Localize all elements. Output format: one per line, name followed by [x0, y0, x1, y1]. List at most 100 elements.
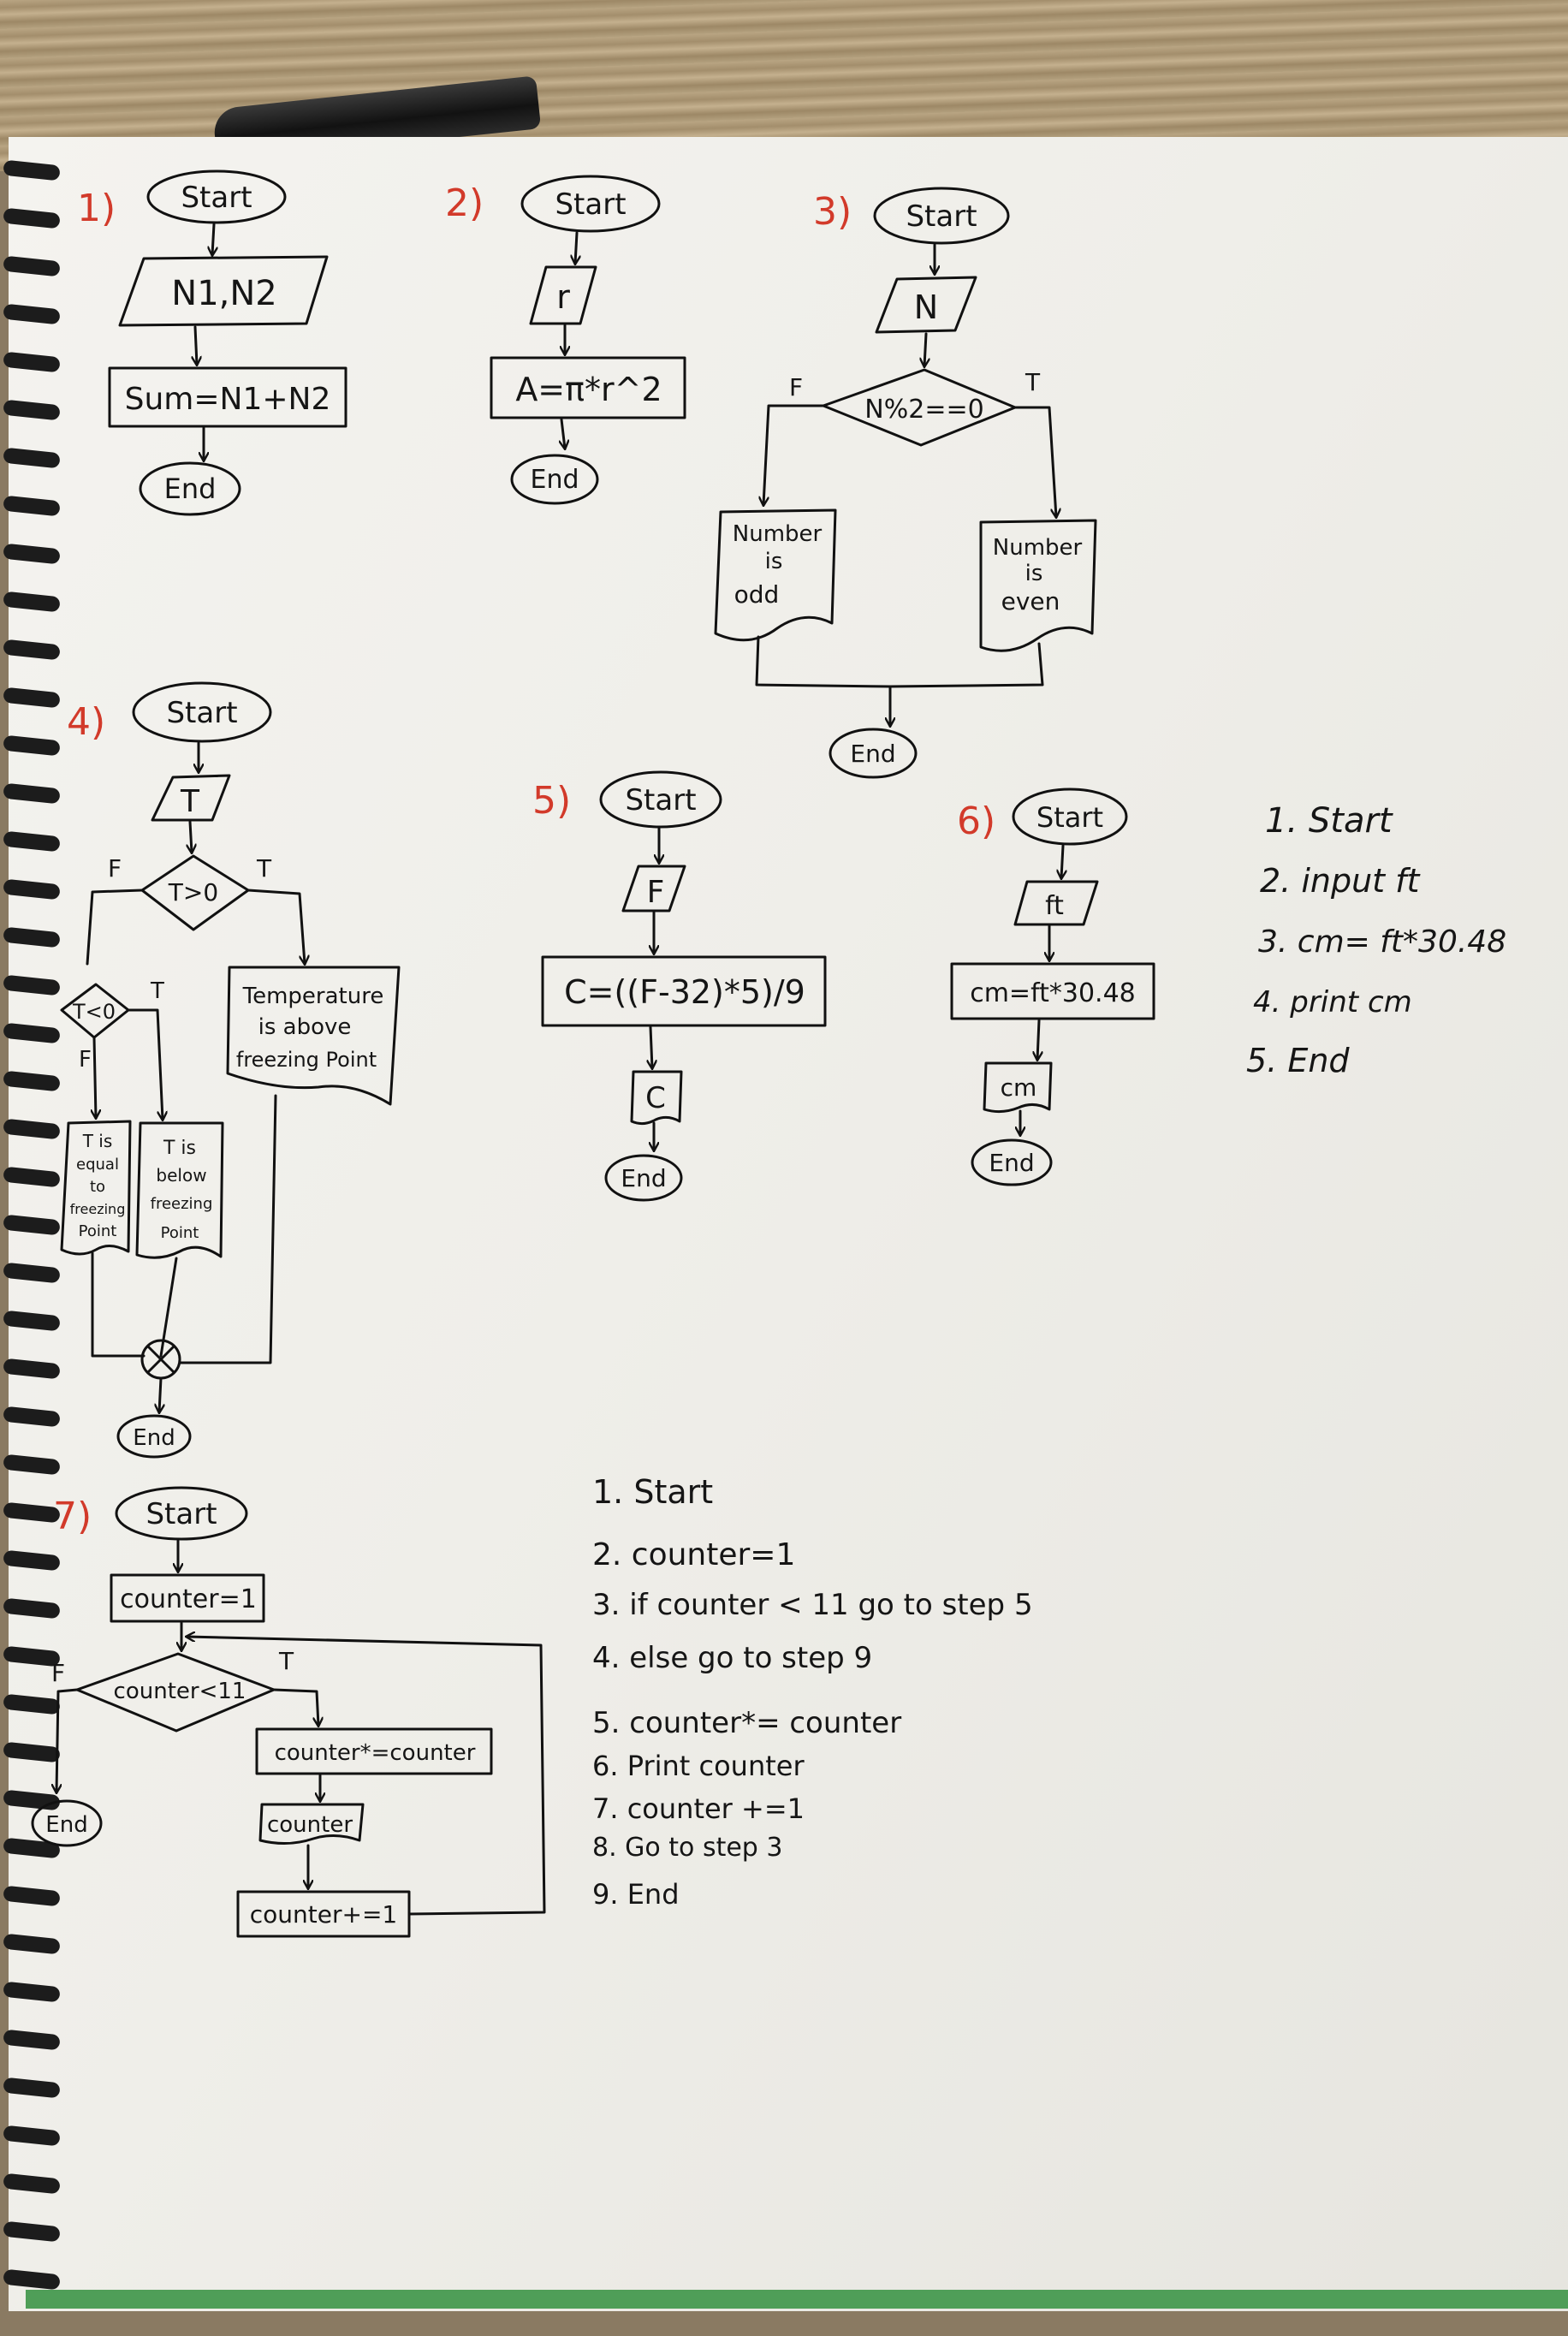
steps6-line-2: 2. input ft — [1260, 862, 1422, 900]
spiral-ring — [3, 1838, 60, 1858]
spiral-ring — [3, 1598, 60, 1619]
fc7-output-text: counter — [267, 1812, 353, 1838]
notebook-cover-edge — [26, 2290, 1568, 2309]
flowchart-6: 6) Start ft cm=ft*30.48 cm End — [950, 788, 1155, 1186]
fc4-equal-line2: equal — [76, 1156, 119, 1174]
fc3-false-label: F — [789, 373, 803, 401]
spiral-ring — [3, 639, 60, 660]
spiral-ring — [3, 1502, 60, 1523]
fc4-equal-line3: to — [90, 1178, 105, 1196]
flowchart-2-number: 2) — [445, 181, 484, 225]
spiral-ring — [3, 2077, 60, 2098]
spiral-ring — [3, 927, 60, 948]
spiral-ring — [3, 2221, 60, 2242]
spiral-ring — [3, 1215, 60, 1235]
spiral-ring — [3, 2269, 60, 2290]
fc7-true-label: T — [278, 1647, 294, 1675]
fc3-decision-diamond — [822, 368, 1017, 447]
fc7-process-box — [255, 1727, 493, 1775]
fc3-true-label: T — [1025, 368, 1041, 396]
fc4-start-text: Start — [166, 696, 237, 730]
fc7-process-text: counter*=counter — [275, 1740, 476, 1766]
fc3-odd-line3: odd — [734, 580, 780, 609]
fc4-decision2-text: T<0 — [72, 1000, 116, 1024]
fc3-even-line3: even — [1001, 587, 1060, 615]
steps7-line-2: 2. counter=1 — [592, 1537, 795, 1572]
fc2-process-box — [490, 356, 686, 419]
fc4-true1-label: T — [256, 854, 272, 883]
fc3-decision-text: N%2==0 — [864, 395, 983, 425]
spiral-ring — [3, 975, 60, 996]
fc4-above-line1: Temperature — [242, 984, 384, 1009]
flowchart-2: 2) Start r A=π*r^2 End — [445, 175, 686, 505]
spiral-ring — [3, 591, 60, 612]
steps7-line-3: 3. if counter < 11 go to step 5 — [592, 1588, 1033, 1622]
fc5-end-text: End — [621, 1164, 666, 1192]
fc4-below-line3: freezing — [151, 1195, 213, 1213]
steps6-line-3: 3. cm= ft*30.48 — [1258, 924, 1506, 960]
spiral-ring — [3, 1071, 60, 1091]
fc6-start-text: Start — [1036, 801, 1103, 834]
fc6-end-terminal — [971, 1138, 1053, 1186]
spiral-ring — [3, 1934, 60, 1954]
spiral-ring — [3, 1263, 60, 1283]
fc4-false1-label: F — [108, 854, 122, 883]
fc1-input-parallelogram — [118, 255, 329, 327]
fc5-output-text: C — [645, 1081, 666, 1115]
spiral-ring — [3, 208, 60, 229]
fc7-output-document — [258, 1803, 365, 1845]
flowchart-4: 4) Start T T>0 F T Temperature is above … — [60, 681, 401, 1459]
steps6-line-4: 4. print cm — [1253, 985, 1412, 1019]
flowchart-3: 3) Start N N%2==0 F T Number is odd Numb… — [714, 187, 1097, 779]
fc4-end-terminal — [116, 1414, 192, 1459]
flowchart-7: 7) Start counter=1 counter<11 F T End co… — [31, 1486, 546, 1938]
fc3-even-line2: is — [1025, 561, 1043, 586]
fc6-output-document — [983, 1061, 1053, 1114]
fc2-process-text: A=π*r^2 — [515, 371, 662, 408]
fc4-below-line1: T is — [163, 1138, 196, 1159]
fc3-odd-line2: is — [765, 549, 783, 574]
fc5-input-parallelogram — [621, 865, 686, 912]
fc5-input-text: F — [647, 875, 665, 910]
fc3-odd-line1: Number — [733, 521, 823, 547]
spiral-ring — [3, 1742, 60, 1762]
fc1-end-terminal — [139, 461, 241, 516]
fc4-below-document — [135, 1121, 224, 1259]
fc7-start-text: Start — [146, 1497, 217, 1531]
fc1-input-text: N1,N2 — [171, 274, 276, 313]
fc6-process-box — [950, 962, 1155, 1020]
steps6-line-5: 5. End — [1246, 1042, 1350, 1079]
spiral-ring — [3, 1119, 60, 1139]
fc7-start-terminal — [115, 1486, 248, 1541]
fc6-input-parallelogram — [1013, 880, 1099, 926]
steps6-line-1: 1. Start — [1265, 801, 1393, 841]
steps7-line-1: 1. Start — [592, 1473, 713, 1511]
spiral-ring — [3, 2125, 60, 2146]
fc7-decision-text: counter<11 — [114, 1679, 246, 1704]
flowchart-1-number: 1) — [77, 187, 116, 230]
fc3-input-parallelogram — [875, 276, 977, 334]
spiral-ring — [3, 1550, 60, 1571]
spiral-ring — [3, 1646, 60, 1667]
spiral-ring — [3, 400, 60, 420]
fc7-end-text: End — [45, 1812, 87, 1838]
steps7-line-8: 8. Go to step 3 — [592, 1833, 782, 1863]
spiral-ring — [3, 1454, 60, 1475]
flowchart-4-number: 4) — [67, 700, 105, 744]
spiral-ring — [3, 1406, 60, 1427]
steps7-line-9: 9. End — [592, 1878, 680, 1911]
fc4-equal-line5: Point — [79, 1222, 117, 1240]
fc5-start-text: Start — [625, 783, 696, 817]
fc3-start-terminal — [873, 187, 1010, 245]
fc6-input-text: ft — [1045, 891, 1064, 921]
fc4-equal-line4: freezing — [70, 1201, 126, 1217]
fc4-decision1-diamond — [140, 854, 250, 931]
spiral-ring — [3, 2173, 60, 2194]
spiral-ring — [3, 352, 60, 372]
steps7-line-4: 4. else go to step 9 — [592, 1641, 872, 1675]
spiral-ring — [3, 544, 60, 564]
fc1-start-terminal — [146, 169, 287, 224]
spiral-ring — [3, 1167, 60, 1187]
fc4-input-text: T — [180, 784, 200, 819]
